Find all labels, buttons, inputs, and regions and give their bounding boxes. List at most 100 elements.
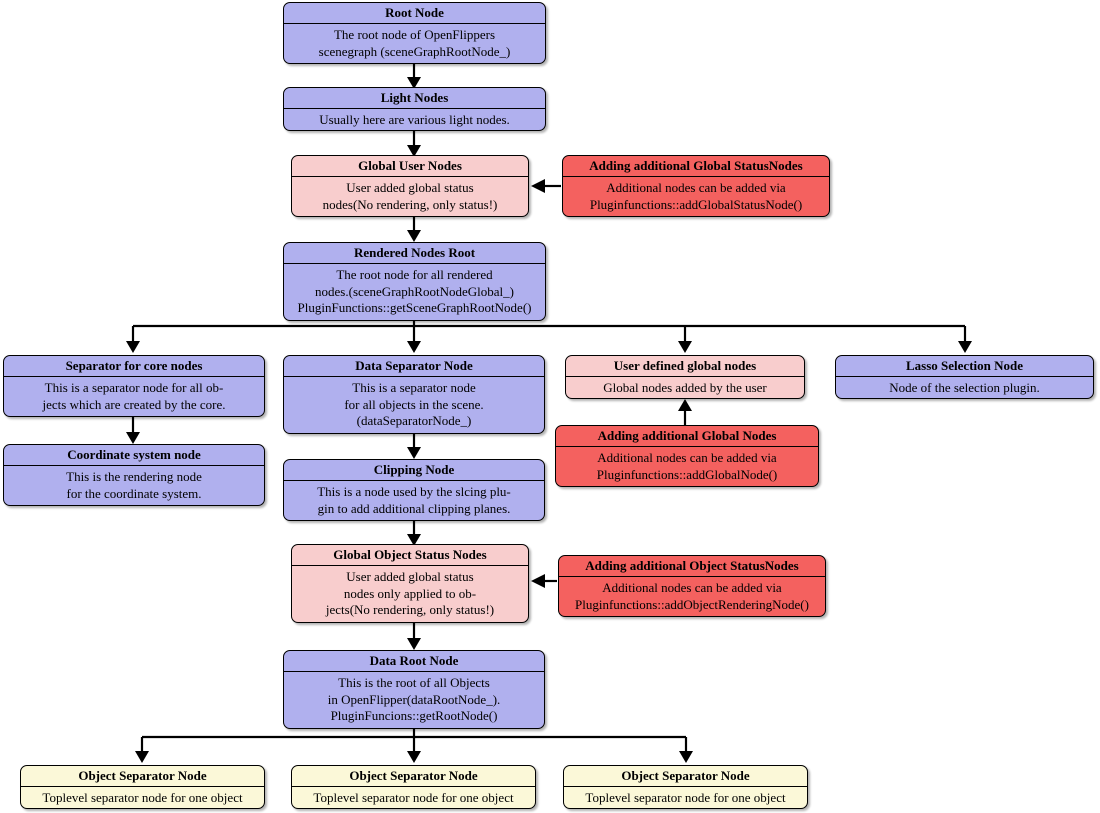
node-title: Global User Nodes [292,156,528,177]
node-title: Lasso Selection Node [836,356,1093,377]
node-description-line: This is the root of all Objects [338,675,490,690]
node-description: Toplevel separator node for one object [564,787,807,808]
node-title: Data Root Node [284,651,544,672]
node-title: Adding additional Object StatusNodes [559,556,825,577]
node-description-line: in OpenFlipper(dataRootNode_). [327,691,501,707]
node-description-line: This is the rendering node [66,469,202,484]
node-title: Object Separator Node [564,766,807,787]
node-description-line: jects(No rendering, only status!) [325,602,495,617]
node-description: Toplevel separator node for one object [21,787,264,808]
edge-separator-to-coordinate [126,417,140,444]
node-description-line: scenegraph (sceneGraphRootNode_) [318,43,511,59]
edge-adding-status-to-global-user [531,179,561,193]
node-description-line: Toplevel separator node for one object [42,790,243,805]
node-title: Light Nodes [284,88,545,109]
node-title: Clipping Node [284,460,544,481]
node-description-line: Node of the selection plugin. [889,380,1040,395]
node-description-line: Additional nodes can be added via [597,450,777,465]
node-description-line: gin to add additional clipping planes. [317,500,511,516]
node-description-line: Pluginfunctions::addGlobalNode() [596,466,778,482]
node-title: Adding additional Global StatusNodes [563,156,829,177]
node-description-line: Additional nodes can be added via [606,180,786,195]
node-description-line: Toplevel separator node for one object [585,790,786,805]
node-description-line: nodes.(sceneGraphRootNodeGlobal_) [315,283,514,299]
node-title: Coordinate system node [4,445,264,466]
node-description-line: (dataSeparatorNode_) [356,413,472,428]
node-title: Rendered Nodes Root [284,243,545,264]
edge-root-to-light [407,64,421,89]
node-description: Node of the selection plugin. [836,377,1093,398]
node-description: This is a separator node for all ob-ject… [4,377,264,416]
edge-dataseparator-to-clipping [407,434,421,459]
node-description-line: The root node of OpenFlippers [333,27,496,42]
node-title: Adding additional Global Nodes [556,426,818,447]
node-description: Global nodes added by the user [566,377,804,398]
node-description-line: This is a separator node [352,380,476,395]
node-description-line: for all objects in the scene. [344,396,484,412]
node-description-line: Pluginfunctions::addObjectRenderingNode(… [575,596,809,612]
node-description: Usually here are various light nodes. [284,109,545,130]
edge-light-to-global-user [407,131,421,157]
node-description-line: This is a node used by the slcing plu- [317,484,511,499]
node-title: User defined global nodes [566,356,804,377]
node-title: Object Separator Node [292,766,535,787]
node-description-line: nodes only applied to ob- [343,585,477,601]
node-description-line: Pluginfunctions::addGlobalStatusNode() [589,196,803,212]
node-title: Global Object Status Nodes [292,545,528,566]
node-description: Toplevel separator node for one object [292,787,535,808]
edge-global-user-to-rendered-root [407,217,421,242]
node-description-line: Additional nodes can be added via [602,580,782,595]
edge-rendered-root-branch [126,321,972,353]
node-description-line: for the coordinate system. [66,485,202,501]
node-description: This is a node used by the slcing plu-gi… [284,481,544,520]
edge-adding-global-to-userdefined [678,399,692,425]
node-description-line: jects which are created by the core. [42,396,226,412]
node-description-line: PluginFuncions::getRootNode() [330,708,498,723]
node-description-line: nodes(No rendering, only status!) [322,196,498,212]
edge-objectstatus-to-dataroot [407,623,421,650]
node-description-line: Global nodes added by the user [603,380,767,395]
node-description-line: User added global status [346,569,474,584]
node-title: Object Separator Node [21,766,264,787]
node-description-line: User added global status [346,180,474,195]
node-description-line: PluginFunctions::getSceneGraphRootNode() [297,300,532,315]
edge-clipping-to-objectstatus [407,521,421,546]
node-title: Root Node [284,3,545,24]
node-title: Data Separator Node [284,356,544,377]
edge-adding-object-to-objectstatus [531,574,557,588]
node-description-line: The root node for all rendered [336,267,493,282]
node-description-line: Toplevel separator node for one object [313,790,514,805]
node-description-line: This is a separator node for all ob- [44,380,224,395]
node-description-line: Usually here are various light nodes. [319,112,510,127]
edge-dataroot-branch [135,729,693,763]
